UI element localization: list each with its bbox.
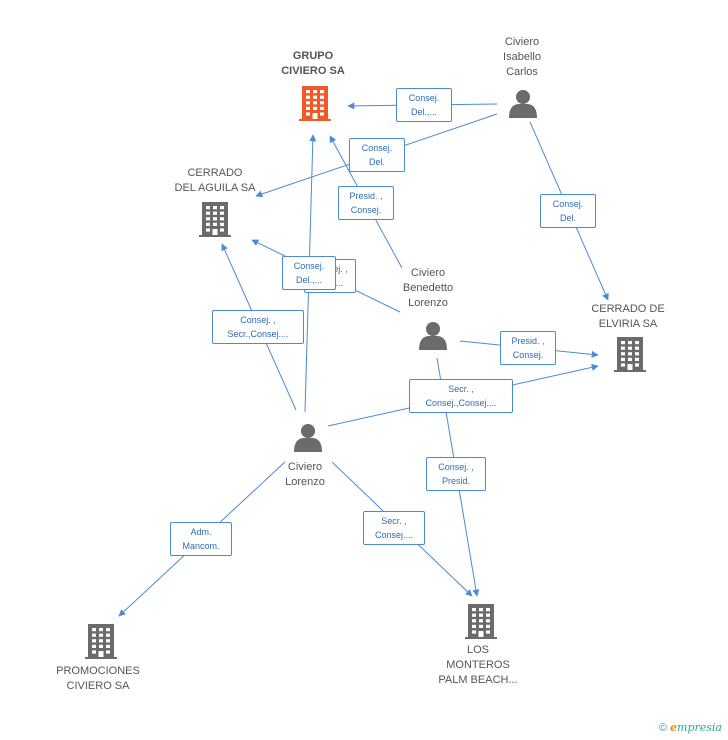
footer-credit: © empresia [659,721,722,734]
edge-label-lorenzo-promociones[interactable]: Adm. Mancom. [170,522,232,556]
building-icon-grupo[interactable] [299,86,331,121]
node-label-cerrado-aguila[interactable]: CERRADO DEL AGUILA SA [174,167,256,194]
building-icon-promociones[interactable] [85,624,117,659]
node-label-lorenzo[interactable]: Civiero Lorenzo [285,461,325,488]
edge-label-lorenzo-grupo[interactable]: Consej. Del.,... [282,256,336,290]
node-label-isabello[interactable]: Civiero Isabello Carlos [503,36,541,78]
building-icon-aguila[interactable] [199,202,231,237]
edge-label-isabello-grupo[interactable]: Consej. Del.,... [396,88,452,122]
copyright-symbol: © [658,722,667,734]
edge-label-benedetto-monteros[interactable]: Consej. , Presid. [426,457,486,491]
node-icons [85,86,646,659]
edge-label-benedetto-elviria[interactable]: Presid. , Consej. [500,331,556,365]
empresia-logo[interactable]: empresia [670,721,722,734]
edge-label-lorenzo-elviria[interactable]: Secr. , Consej.,Consej.... [409,379,513,413]
edge-label-lorenzo-monteros[interactable]: Secr. , Consej.... [363,511,425,545]
node-label-cerrado-elviria[interactable]: CERRADO DE ELVIRIA SA [591,303,665,330]
building-icon-elviria[interactable] [614,337,646,372]
person-icon-benedetto[interactable] [419,322,447,350]
person-icon-isabello[interactable] [509,90,537,118]
building-icon-monteros[interactable] [465,604,497,639]
node-label-promociones[interactable]: PROMOCIONES CIVIERO SA [56,665,140,692]
node-label-benedetto[interactable]: Civiero Benedetto Lorenzo [402,267,454,309]
edge-label-isabello-elviria[interactable]: Consej. Del. [540,194,596,228]
node-label-grupo-civiero[interactable]: GRUPO CIVIERO SA [281,50,345,77]
person-icon-lorenzo[interactable] [294,424,322,452]
edge-label-benedetto-grupo[interactable]: Presid. , Consej. [338,186,394,220]
node-label-los-monteros[interactable]: LOS MONTEROS PALM BEACH... [438,644,518,686]
edge-label-isabello-aguila[interactable]: Consej. Del. [349,138,405,172]
edge-label-lorenzo-aguila[interactable]: Consej. , Secr.,Consej.... [212,310,304,344]
